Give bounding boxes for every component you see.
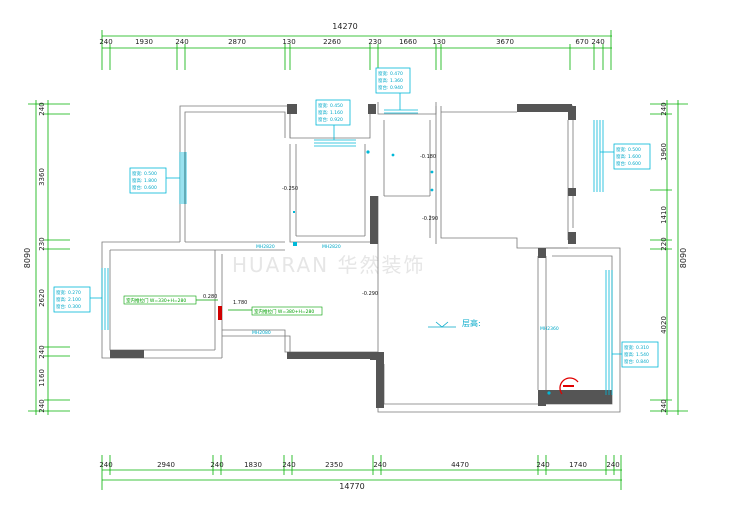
red-door-marker [218,306,222,320]
bottom-seg: 2940 [157,461,175,469]
window-tag-line: 窗宽: 0.470 [378,70,403,77]
window-tag-w4: 窗宽: 0.500 窗高: 1.600 窗台: 0.600 [613,143,651,170]
window-tag-line: 窗台: 0.920 [318,116,343,123]
level-mark: -0.290 [362,291,378,297]
left-seg: 240 [38,399,46,412]
window-tag-line: 窗高: 1.160 [318,109,343,116]
door-tag-d1: 室内推拉门 W=330+H=280 [123,295,218,305]
left-seg: 1160 [38,369,46,387]
left-seg: 230 [38,237,46,250]
top-seg: 130 [282,38,295,46]
window-tag-line: 窗高: 1.600 [616,153,641,160]
right-segment-labels: 240 1960 1410 220 4020 240 [660,102,668,412]
window-tag-line: 窗宽: 0.310 [624,344,649,351]
window-tag-line: 窗台: 0.840 [624,358,649,365]
bottom-seg: 2350 [325,461,343,469]
right-seg: 1960 [660,143,668,161]
door-tag-text: 室内推拉门 W=380+H=280 [254,308,314,315]
level-mark: -0.290 [422,216,438,222]
left-seg: 3360 [38,168,46,186]
top-seg: 3670 [496,38,514,46]
left-seg: 240 [38,345,46,358]
watermark: HUARAN 华然装饰 [232,253,425,277]
left-segment-labels: 240 3360 230 2620 240 1160 240 [38,102,46,412]
top-seg: 240 [99,38,112,46]
bottom-seg: 240 [536,461,549,469]
bottom-segment-labels: 240 2940 240 1830 240 2350 240 4470 240 … [99,461,619,469]
window-tag-line: 窗高: 1.360 [378,77,403,84]
right-total: 8090 [679,248,688,268]
window-tag-line: 窗宽: 0.500 [132,170,157,177]
top-segment-labels: 240 1930 240 2870 130 2260 230 1660 130 … [99,38,604,46]
door-tag-text: 室内推拉门 W=330+H=280 [126,297,186,304]
window-tag-line: 窗台: 0.300 [56,303,81,310]
left-seg: 2620 [38,289,46,307]
bottom-seg: 1740 [569,461,587,469]
level-mark: 1.780 [233,300,247,306]
top-seg: 240 [175,38,188,46]
bottom-seg: 1830 [244,461,262,469]
right-seg: 220 [660,237,668,250]
right-seg: 240 [660,102,668,115]
window-tag-w3: 窗宽: 0.500 窗高: 1.800 窗台: 0.600 [129,167,167,194]
level-mark: -0.180 [420,154,436,160]
opening-label: MH2820 [322,244,341,250]
window-tag-line: 窗台: 0.600 [132,184,157,191]
right-seg: 240 [660,399,668,412]
top-total: 14270 [332,22,357,31]
right-seg: 4020 [660,316,668,334]
level-mark: -0.250 [282,186,298,192]
window-tag-line: 窗高: 1.540 [624,351,649,358]
bottom-dimension-chain [101,455,622,490]
window-tag-w5: 窗宽: 0.270 窗高: 2.100 窗台: 0.300 [53,286,91,313]
top-seg: 2260 [323,38,341,46]
bottom-seg: 240 [210,461,223,469]
ceiling-label: 层高: [462,318,481,328]
window-tag-w6: 窗宽: 0.310 窗高: 1.540 窗台: 0.840 [621,341,659,368]
window-tag-line: 窗台: 0.600 [616,160,641,167]
right-seg: 1410 [660,206,668,224]
opening-labels: MH2820 MH2820 MH2080 MH2360 [252,244,559,336]
bottom-seg: 240 [373,461,386,469]
opening-label: MH2360 [540,326,559,332]
window-tag-w1: 窗宽: 0.450 窗高: 1.160 窗台: 0.920 [315,99,351,126]
bottom-seg: 4470 [451,461,469,469]
top-seg: 240 [591,38,604,46]
bottom-seg: 240 [99,461,112,469]
opening-label: MH2820 [256,244,275,250]
windows [90,92,622,395]
fixtures [293,150,551,395]
top-seg: 1930 [135,38,153,46]
bottom-seg: 240 [282,461,295,469]
window-tag-line: 窗高: 2.100 [56,296,81,303]
left-total: 8090 [23,248,32,268]
top-seg: 670 [575,38,588,46]
window-tag-line: 窗宽: 0.500 [616,146,641,153]
level-mark: 0.280 [203,294,217,300]
left-dimension-chain [28,100,70,415]
top-seg: 2870 [228,38,246,46]
window-tag-line: 窗宽: 0.270 [56,289,81,296]
window-tag-line: 窗高: 1.800 [132,177,157,184]
top-dimension-chain [101,30,612,70]
left-seg: 240 [38,102,46,115]
opening-label: MH2080 [252,330,271,336]
top-seg: 1660 [399,38,417,46]
window-tag-w2: 窗宽: 0.470 窗高: 1.360 窗台: 0.940 [375,67,411,94]
entrance-door-icon [559,377,579,395]
ceiling-height-marker: 层高: [428,318,481,328]
top-seg: 230 [368,38,381,46]
window-tag-line: 窗宽: 0.450 [318,102,343,109]
structural-columns [110,104,612,408]
bottom-seg: 240 [606,461,619,469]
top-seg: 130 [432,38,445,46]
level-marks: -0.250 -0.180 -0.290 -0.290 0.280 1.780 [203,154,438,306]
bottom-total: 14770 [339,482,364,491]
window-tag-line: 窗台: 0.940 [378,84,403,91]
right-dimension-chain [650,100,688,415]
door-tag-d2: 室内推拉门 W=380+H=280 [228,306,323,316]
